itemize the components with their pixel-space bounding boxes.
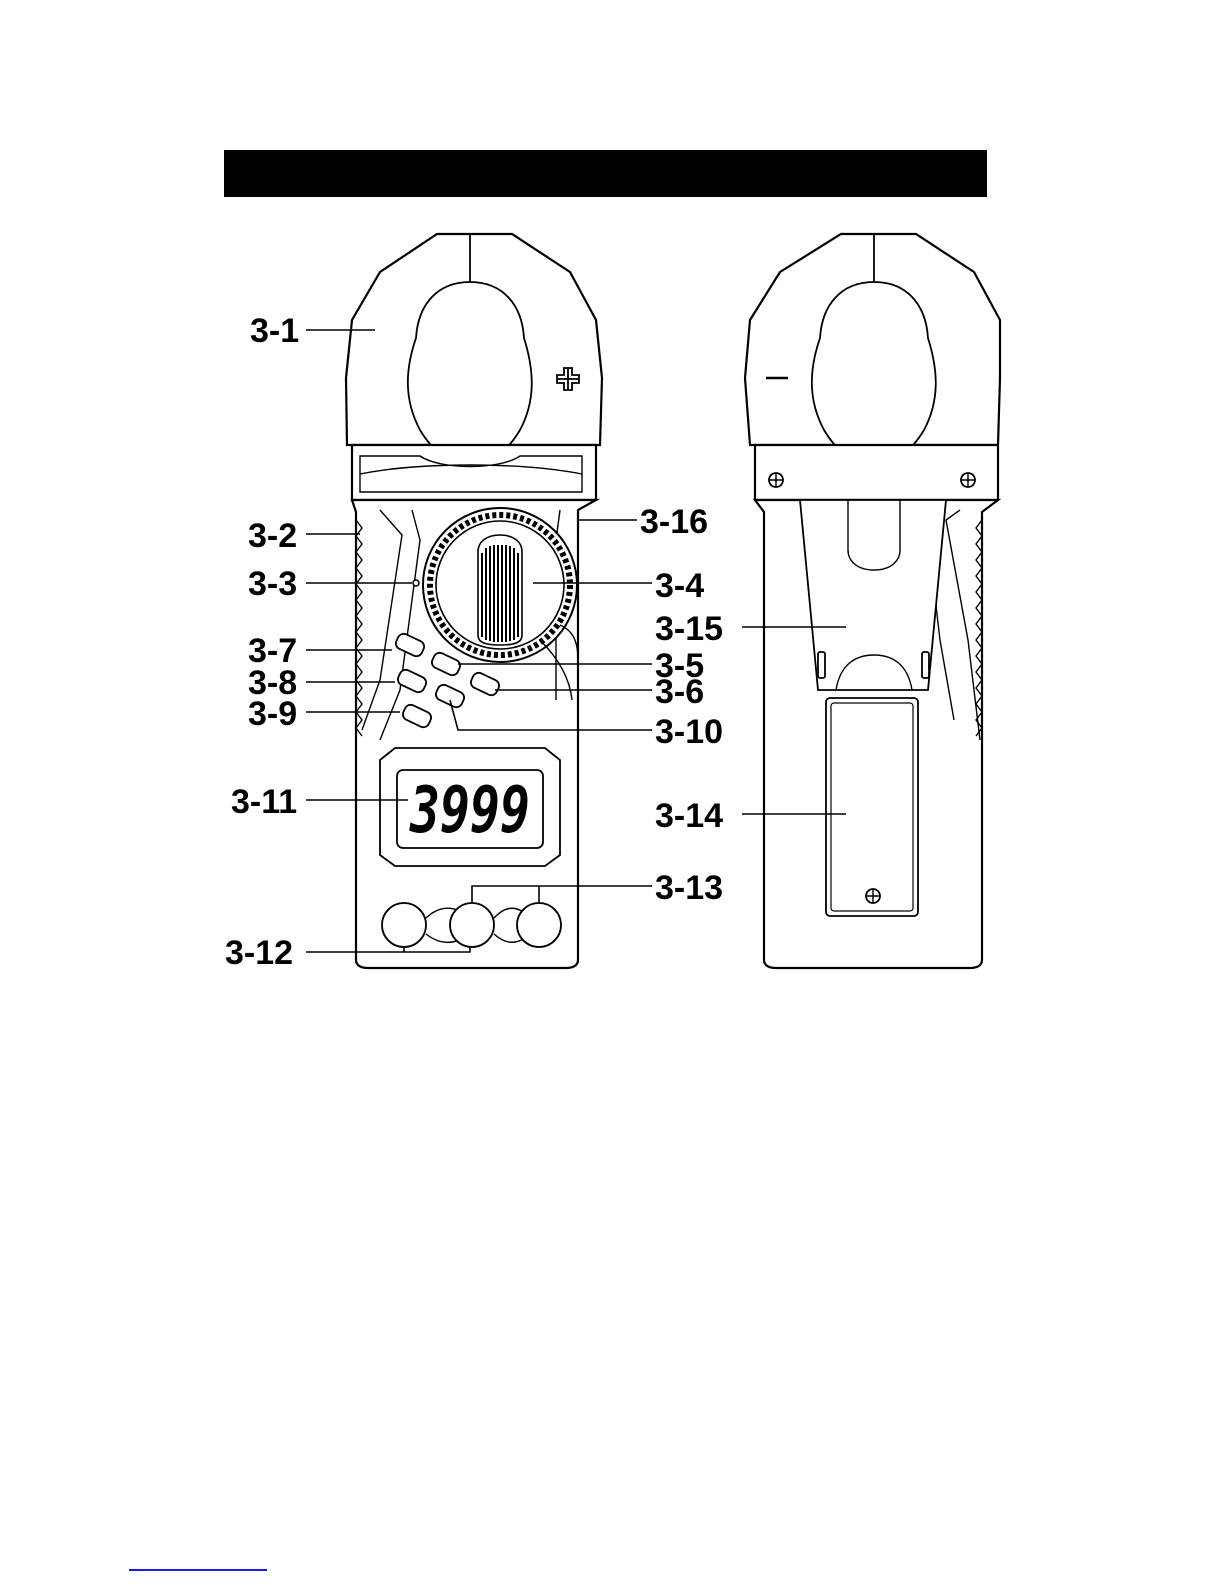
back-stand [800,500,946,690]
label-3-2: 3-2 [248,517,297,555]
input-terminal-center[interactable] [450,903,494,947]
label-3-6: 3-6 [655,673,704,711]
label-3-13: 3-13 [655,869,723,907]
back-view [745,234,1000,968]
footer-link-underline[interactable] [129,1569,267,1571]
screw-icon [769,473,783,487]
label-3-3: 3-3 [248,565,297,603]
front-jaw-base [352,445,596,500]
input-terminal-left[interactable] [382,903,426,947]
label-3-16: 3-16 [640,503,708,541]
input-terminal-right[interactable] [517,903,561,947]
label-3-14: 3-14 [655,797,723,835]
label-3-12: 3-12 [225,934,293,972]
back-jaw [745,234,1000,462]
back-jaw-base [755,445,998,500]
input-terminals [382,903,561,947]
indicator-dot [413,580,419,586]
screw-icon [866,889,880,903]
battery-cover [826,698,918,916]
label-3-15: 3-15 [655,610,723,648]
label-3-1: 3-1 [250,312,299,350]
front-jaw [346,234,602,462]
label-3-4: 3-4 [655,567,704,605]
label-3-11: 3-11 [231,783,297,821]
label-3-9: 3-9 [248,695,297,733]
label-3-10: 3-10 [655,713,723,751]
lcd-display: 3999 [380,748,560,866]
lcd-reading: 3999 [409,774,530,848]
screw-icon [961,473,975,487]
front-view: 3999 [346,234,602,968]
